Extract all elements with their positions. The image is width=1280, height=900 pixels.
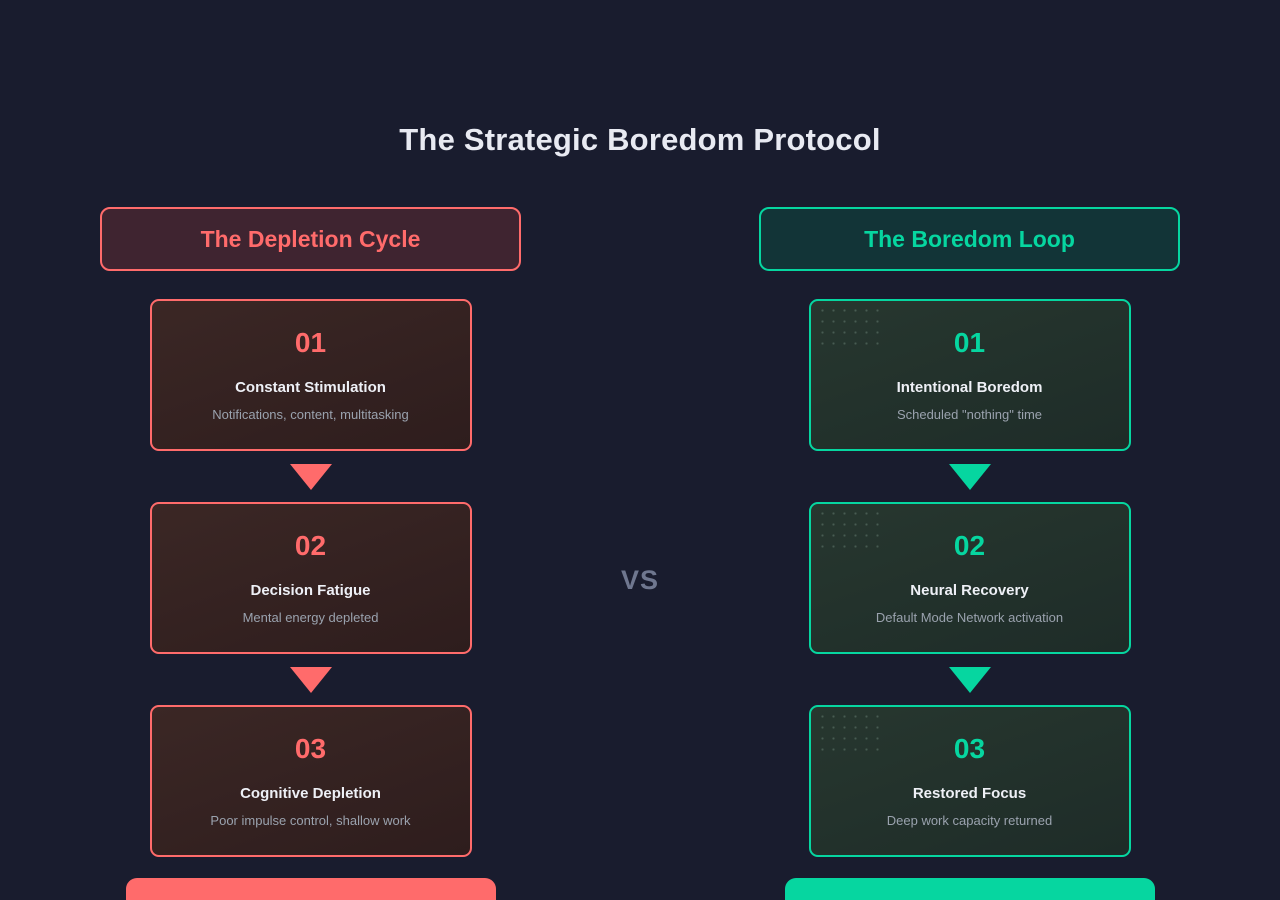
- comparison-columns: The Depletion Cycle 01 Constant Stimulat…: [0, 207, 1280, 900]
- triangle-down-icon: [289, 464, 332, 490]
- step-card-depletion-2[interactable]: 02 Decision Fatigue Mental energy deplet…: [149, 502, 472, 654]
- step-title: Restored Focus: [912, 785, 1027, 802]
- column-header-depletion: The Depletion Cycle: [100, 207, 521, 271]
- vs-divider: VS: [521, 207, 759, 900]
- page-title: The Strategic Boredom Protocol: [399, 122, 881, 157]
- step-number: 03: [294, 733, 327, 764]
- step-title: Decision Fatigue: [250, 582, 371, 599]
- outcome-bar-boredom: [784, 878, 1155, 900]
- step-card-boredom-2[interactable]: 02 Neural Recovery Default Mode Network …: [808, 502, 1131, 654]
- step-title: Intentional Boredom: [896, 379, 1043, 396]
- step-card-depletion-1[interactable]: 01 Constant Stimulation Notifications, c…: [149, 299, 472, 451]
- outcome-bar-depletion: [125, 878, 496, 900]
- step-description: Mental energy depleted: [242, 610, 379, 625]
- step-description: Default Mode Network activation: [875, 610, 1064, 625]
- step-description: Poor impulse control, shallow work: [210, 813, 411, 828]
- step-card-boredom-3[interactable]: 03 Restored Focus Deep work capacity ret…: [808, 705, 1131, 857]
- step-title: Constant Stimulation: [235, 379, 386, 396]
- step-title: Neural Recovery: [910, 582, 1029, 599]
- step-number: 02: [294, 530, 327, 561]
- step-description: Deep work capacity returned: [886, 813, 1053, 828]
- triangle-down-icon: [289, 667, 332, 693]
- step-card-boredom-1[interactable]: 01 Intentional Boredom Scheduled "nothin…: [808, 299, 1131, 451]
- column-header-boredom: The Boredom Loop: [759, 207, 1180, 271]
- step-number: 03: [953, 733, 986, 764]
- step-number: 01: [953, 327, 986, 358]
- triangle-down-icon: [948, 464, 991, 490]
- step-title: Cognitive Depletion: [240, 785, 381, 802]
- step-description: Scheduled "nothing" time: [896, 407, 1043, 422]
- step-number: 02: [953, 530, 986, 561]
- triangle-down-icon: [948, 667, 991, 693]
- step-card-depletion-3[interactable]: 03 Cognitive Depletion Poor impulse cont…: [149, 705, 472, 857]
- step-number: 01: [294, 327, 327, 358]
- vs-label: VS: [620, 565, 660, 595]
- step-description: Notifications, content, multitasking: [212, 407, 409, 422]
- column-boredom-loop: The Boredom Loop 01 Intentional Boredom …: [759, 207, 1180, 900]
- column-depletion-cycle: The Depletion Cycle 01 Constant Stimulat…: [100, 207, 521, 900]
